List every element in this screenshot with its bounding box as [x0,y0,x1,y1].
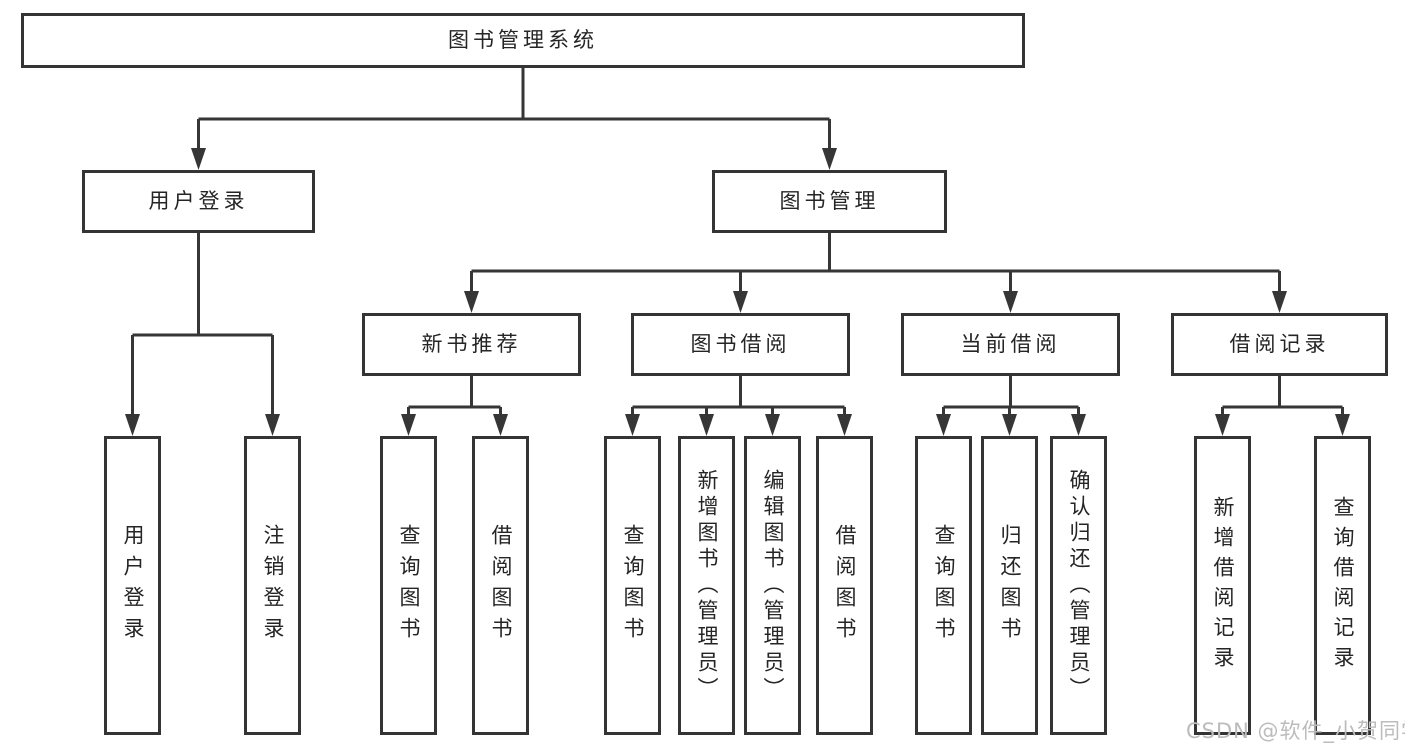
arrowhead [1003,291,1018,313]
arrowhead [1071,414,1086,436]
leaf-query-books-borrowing: 查询图书 [604,436,661,735]
arrowhead [1272,291,1287,313]
arrowhead [191,148,206,170]
arrowhead [401,414,416,436]
arrowhead [1335,414,1350,436]
leaf-edit-book-admin: 编辑图书（管理员） [744,436,801,735]
node-root: 图书管理系统 [21,13,1025,68]
connector-book-borrowing-children [625,375,852,436]
leaf-add-book-admin: 新增图书（管理员） [678,436,735,735]
connector-root-to-level2 [191,68,837,170]
leaf-borrow-books-borrowing: 借阅图书 [816,436,873,735]
leaf-query-books-current: 查询图书 [915,436,972,735]
node-borrowing-records: 借阅记录 [1171,313,1388,376]
connector-book-management-to-level3 [464,233,1287,313]
leaf-user-login: 用户登录 [104,436,161,735]
arrowhead [765,414,780,436]
arrowhead [1215,414,1230,436]
leaf-add-borrow-record: 新增借阅记录 [1194,436,1251,735]
leaf-borrow-books-recommend: 借阅图书 [472,436,529,735]
connector-borrowing-records-children [1215,375,1350,436]
connector-new-book-recommend-children [401,375,508,436]
csdn-watermark: CSDN @软件_小贺同学 [1186,719,1405,743]
node-book-borrowing: 图书借阅 [631,313,850,376]
arrowhead [625,414,640,436]
arrowhead [493,414,508,436]
arrowhead [1002,414,1017,436]
arrowhead [936,414,951,436]
node-new-book-recommend: 新书推荐 [362,313,581,376]
leaf-return-books: 归还图书 [981,436,1038,735]
arrowhead [822,148,837,170]
leaf-query-books-recommend: 查询图书 [380,436,437,735]
node-user-login: 用户登录 [82,170,315,233]
arrowhead [464,291,479,313]
arrowhead [125,414,140,436]
leaf-query-borrow-record: 查询借阅记录 [1314,436,1371,735]
node-current-borrowing: 当前借阅 [901,313,1120,376]
connector-current-borrowing-children [936,375,1086,436]
arrowhead [733,291,748,313]
arrowhead [699,414,714,436]
arrowhead [265,414,280,436]
node-book-management: 图书管理 [712,170,947,233]
arrowhead [837,414,852,436]
leaf-logout: 注销登录 [244,436,301,735]
leaf-confirm-return-admin: 确认归还（管理员） [1050,436,1107,735]
connector-user-login-children [125,233,280,436]
